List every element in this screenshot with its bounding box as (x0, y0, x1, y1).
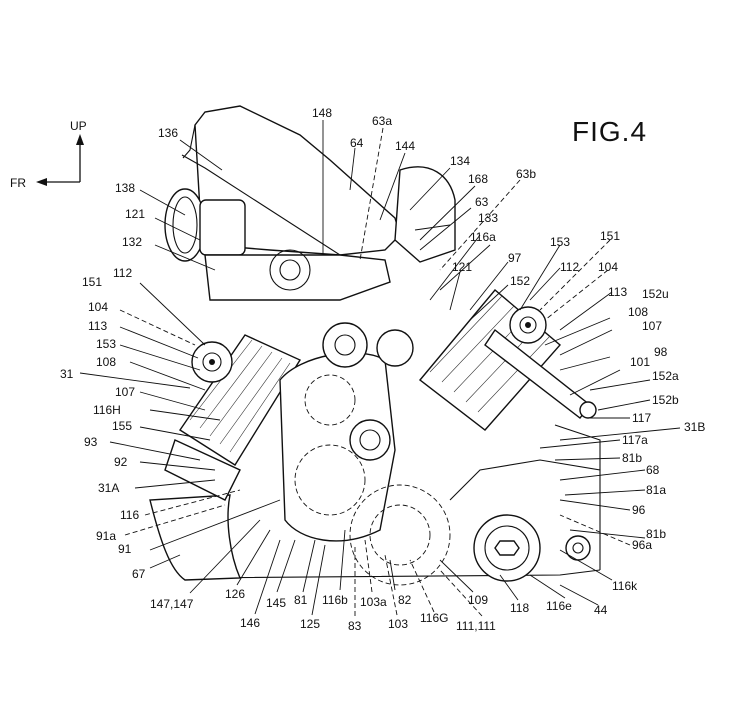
intake-duct (204, 254, 391, 301)
label-108-left: 108 (96, 355, 116, 369)
label-81b-lower: 81b (646, 527, 666, 541)
label-107-left: 107 (115, 385, 135, 399)
label-152: 152 (510, 274, 530, 288)
label-31B: 31B (684, 420, 705, 434)
exhaust-pipe-left (149, 494, 242, 581)
label-101: 101 (630, 355, 650, 369)
label-116k: 116k (612, 579, 638, 593)
label-153-left: 153 (96, 337, 116, 351)
label-96a: 96a (632, 538, 652, 552)
label-92: 92 (114, 455, 128, 469)
label-31: 31 (60, 367, 74, 381)
label-133: 133 (478, 211, 498, 225)
label-108-right: 108 (628, 305, 648, 319)
label-121-left: 121 (125, 207, 145, 221)
intake-funnel-left (164, 188, 206, 262)
label-116a: 116a (470, 230, 496, 244)
label-82: 82 (398, 593, 412, 607)
label-144: 144 (395, 139, 415, 153)
label-109: 109 (468, 593, 488, 607)
primary-gear (349, 484, 451, 586)
label-138: 138 (115, 181, 135, 195)
timing-cover (279, 352, 396, 542)
up-arrow-icon (76, 134, 84, 145)
label-44: 44 (594, 603, 608, 617)
label-151-right: 151 (600, 229, 620, 243)
label-134: 134 (450, 154, 470, 168)
label-63: 63 (475, 195, 489, 209)
label-145: 145 (266, 596, 286, 610)
label-104-right: 104 (598, 260, 618, 274)
label-111: 111,111 (456, 619, 496, 633)
label-31A: 31A (98, 481, 119, 495)
front-arrow-icon (36, 178, 47, 186)
axis-up-label: UP (70, 119, 87, 133)
label-125: 125 (300, 617, 320, 631)
direction-indicator: UP FR (10, 119, 87, 190)
engine-assembly (149, 105, 601, 586)
label-116H: 116H (93, 403, 121, 417)
label-63a: 63a (372, 114, 392, 128)
label-151-left: 151 (82, 275, 102, 289)
label-152a: 152a (652, 369, 679, 383)
label-103a: 103a (360, 595, 387, 609)
label-136: 136 (158, 126, 178, 140)
label-103: 103 (388, 617, 408, 631)
label-155: 155 (112, 419, 132, 433)
label-63b: 63b (516, 167, 536, 181)
label-116b: 116b (322, 593, 348, 607)
label-83: 83 (348, 619, 362, 633)
label-98: 98 (654, 345, 668, 359)
label-97: 97 (508, 251, 522, 265)
throttle-body-right (394, 166, 456, 263)
label-104-left: 104 (88, 300, 108, 314)
label-132: 132 (122, 235, 142, 249)
base-line (184, 569, 601, 579)
label-96: 96 (632, 503, 646, 517)
axis-front-label: FR (10, 176, 26, 190)
label-93: 93 (84, 435, 98, 449)
label-81: 81 (294, 593, 308, 607)
label-112-left: 112 (113, 266, 132, 280)
label-67: 67 (132, 567, 146, 581)
label-153-right: 153 (550, 235, 570, 249)
label-81a: 81a (646, 483, 666, 497)
label-113-right: 113 (608, 285, 627, 299)
label-147: 147,147 (150, 597, 194, 611)
label-152u: 152u (642, 287, 669, 301)
label-116e: 116e (546, 599, 572, 613)
cam-sprocket (349, 419, 391, 461)
label-118: 118 (510, 601, 529, 615)
label-91a: 91a (96, 529, 116, 543)
leader-lines (79, 120, 681, 617)
reference-labels: 136 148 63a 64 144 134 168 63b 138 63 12… (60, 106, 705, 633)
label-152b: 152b (652, 393, 679, 407)
label-116G: 116G (420, 611, 448, 625)
label-148: 148 (312, 106, 332, 120)
label-107-right: 107 (642, 319, 662, 333)
label-91: 91 (118, 542, 132, 556)
label-113-left: 113 (88, 319, 107, 333)
label-121-right: 121 (452, 260, 472, 274)
label-168: 168 (468, 172, 488, 186)
label-81b-upper: 81b (622, 451, 642, 465)
label-112-right: 112 (560, 260, 579, 274)
figure-title: FIG.4 (572, 116, 647, 147)
label-117: 117 (632, 411, 651, 425)
label-68: 68 (646, 463, 660, 477)
label-126: 126 (225, 587, 245, 601)
label-116: 116 (120, 508, 139, 522)
label-146: 146 (240, 616, 260, 630)
label-64: 64 (350, 136, 364, 150)
label-117a: 117a (622, 433, 648, 447)
